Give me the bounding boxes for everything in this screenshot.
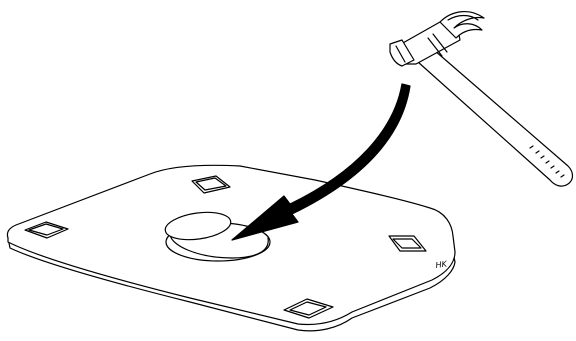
corner-cutout-left [24,221,69,239]
corner-cutout-top [191,175,231,194]
artist-initials: HK [435,259,448,270]
hammer-icon [389,11,574,187]
corner-cutout-bottom [283,298,334,319]
curved-arrow-icon [231,83,411,241]
corner-cutout-right [388,235,427,252]
